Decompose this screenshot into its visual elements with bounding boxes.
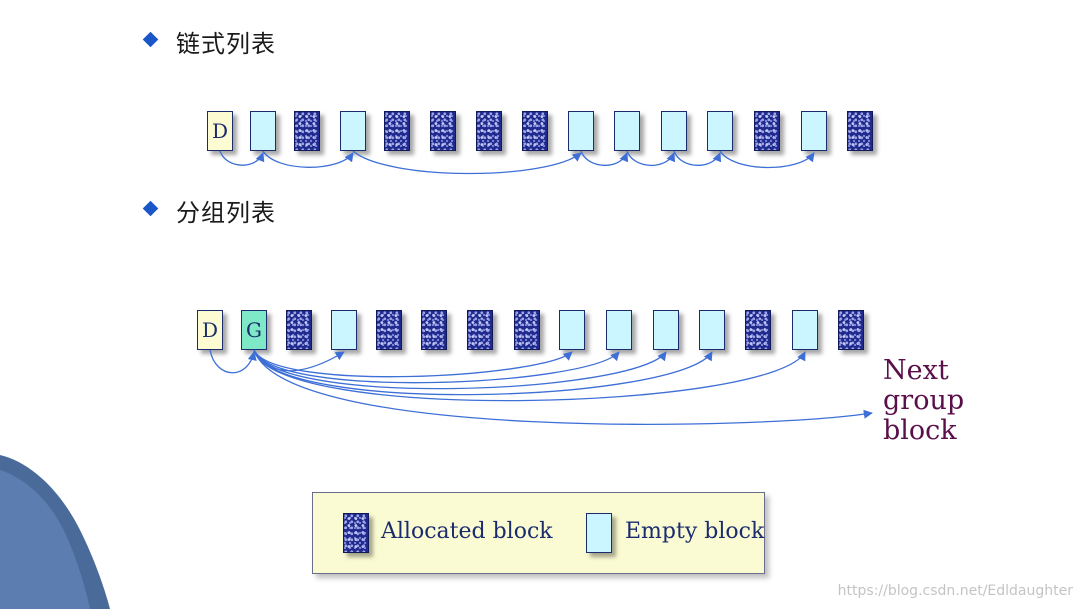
linked-next-arrow: [580, 150, 629, 166]
empty-block: [707, 111, 733, 151]
allocated-block: [754, 111, 780, 151]
group-to-empty-arrow: [253, 349, 713, 396]
allocated-block-swatch: [343, 513, 369, 553]
empty-block: [331, 310, 357, 350]
watermark: https://blog.csdn.net/Edldaughter: [837, 583, 1073, 599]
allocated-block: [384, 111, 410, 151]
group-to-empty-arrow: [253, 349, 806, 402]
group-to-empty-arrow: [253, 349, 573, 378]
allocated-block: [376, 310, 402, 350]
empty-block: [792, 310, 818, 350]
allocated-block-label: Allocated block: [381, 519, 553, 544]
allocated-block: [522, 111, 548, 151]
allocated-block: [467, 310, 493, 350]
allocated-block: [514, 310, 540, 350]
empty-block: [250, 111, 276, 151]
empty-block: [801, 111, 827, 151]
legend: Allocated block Empty block: [312, 492, 765, 574]
empty-block: [661, 111, 687, 151]
allocated-block: [838, 310, 864, 350]
group-block: G: [241, 310, 267, 350]
next-group-block-label: Next group block: [883, 355, 965, 446]
empty-block: [653, 310, 679, 350]
linked-next-arrow: [673, 150, 722, 166]
allocated-block: [294, 111, 320, 151]
directory-block: D: [197, 310, 223, 350]
allocated-block: [421, 310, 447, 350]
grouped-list-heading: 分组列表: [176, 199, 276, 227]
allocated-block: [430, 111, 456, 151]
block-letter: D: [201, 318, 219, 342]
empty-block-swatch: [586, 513, 612, 553]
empty-block: [559, 310, 585, 350]
group-to-empty-arrow: [253, 349, 620, 384]
allocated-block: [847, 111, 873, 151]
linked-next-arrow: [262, 150, 354, 168]
group-to-empty-arrow: [253, 349, 667, 390]
group-to-next-group-arrow: [253, 349, 873, 425]
linked-next-arrow: [219, 150, 265, 166]
linked-next-arrow: [626, 150, 676, 166]
directory-to-group-arrow: [209, 349, 257, 374]
linked-list-heading: 链式列表: [176, 30, 276, 58]
directory-block: D: [207, 111, 233, 151]
empty-block: [568, 111, 594, 151]
empty-block-label: Empty block: [625, 519, 765, 544]
empty-block: [699, 310, 725, 350]
empty-block: [606, 310, 632, 350]
linked-next-arrow: [352, 150, 582, 175]
empty-block: [340, 111, 366, 151]
block-letter: D: [211, 119, 229, 143]
allocated-block: [745, 310, 771, 350]
allocated-block: [286, 310, 312, 350]
allocated-block: [476, 111, 502, 151]
empty-block: [614, 111, 640, 151]
linked-next-arrow: [719, 150, 815, 169]
block-letter: G: [246, 318, 262, 342]
